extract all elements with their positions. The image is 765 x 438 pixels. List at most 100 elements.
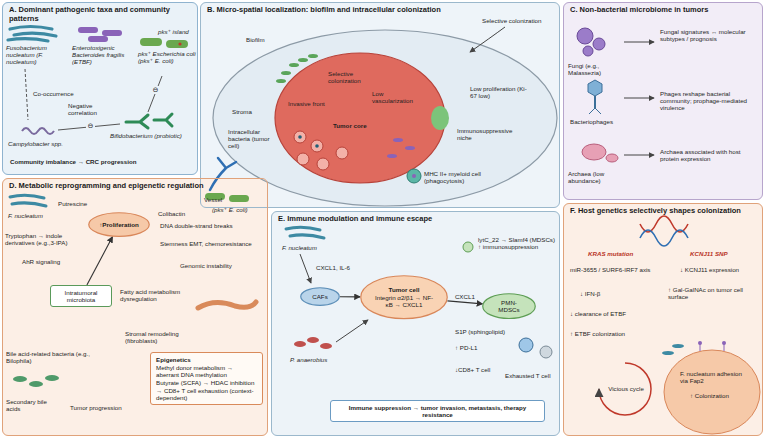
annotation-label: lytC_22 → Slamf4 (MDSCs) ↑ immunosuppres… [478,236,556,250]
cell-shape [89,213,150,237]
outcome-box: Immune suppression → tumor invasion, met… [330,400,545,422]
tumor-cell [336,147,348,159]
annotation-label: Biofilm [246,36,276,43]
annotation-label: (pks⁺ E. coli) [212,206,264,213]
bacterium-rod [140,38,162,46]
bifidobacterium [126,115,148,128]
intracellular-bacterium [315,144,319,148]
cycle-arrow [599,363,651,415]
bacterium-rod [10,195,44,198]
annotation-label: ↓ IFN-β [580,290,620,297]
annotation-label: Archaea associated with host protein exp… [660,148,758,162]
bacterium-rod [88,36,108,42]
annotation-label: ↑ PD-L1 [455,344,490,351]
biofilm-bacterium [289,63,299,67]
t-cell [519,338,533,352]
annotation-label: F. nucleatum [282,244,327,251]
annotation-label: ↑ Gal-GalNAc on tumor cell surface [668,286,758,300]
bacterium-rod [10,27,52,30]
mdsc-cell [463,242,473,252]
archaeon [606,154,618,162]
bifidobacterium [154,114,172,126]
connector-arrow [87,237,113,285]
bacterium-rod [13,376,27,382]
annotation-label: ⊖ [151,86,160,94]
annotation-label: Low vascularization [372,90,420,104]
annotation-label: Fungi (e.g., Malassezia) [568,62,628,76]
bacterium-rod [102,30,122,36]
connector-label: CXCL1 [454,293,476,300]
bacterium-rod [12,203,46,206]
annotation-label: Bile acid-related bacteria (e.g., Biloph… [6,350,96,364]
pointer-arrow [624,98,654,99]
cell-node: CAFs [300,287,340,306]
bacterium-rod [320,343,332,349]
panel-heading: C. Non-bacterial microbiome in tumors [570,6,756,15]
fungus-cell [577,28,593,44]
fungus-cell [593,38,605,50]
annotation-label: Tumor progression [70,404,130,411]
cell-shape [483,294,536,319]
panel: F. Host genetics selectively shapes colo… [563,203,763,436]
panel-fill [2,2,198,175]
node-title: CAFs [306,293,334,300]
annotation-label: Bifidobacterium (probiotic) [110,132,196,139]
cell-node: ↑Proliferation [88,212,150,237]
node-title: Epigenetics [156,356,257,363]
biofilm-bacterium [308,54,318,58]
annotation-label: AhR signaling [22,258,67,265]
annotation-label: Exhausted T cell [505,372,557,379]
node-title: Intratumoral microbiota [55,289,107,303]
bacterium-rod [8,39,48,41]
bacterium-rod [672,344,684,348]
annotation-label: Phages reshape bacterial community; prop… [660,90,758,111]
connector-arrow [447,301,482,304]
co-occurrence-line [25,69,28,120]
node-title: ↑Proliferation [98,221,140,228]
annotation-label: Co-occurrence [33,90,83,97]
annotation-label: ↓ clearance of ETBF [570,310,640,317]
phage-tail [594,96,596,108]
node-text: Integrin α2/β1 → NF-κB → CXCL1 [372,294,436,308]
annotation-label: Intracellular bacteria (tumor cell) [228,128,272,149]
panel-heading: A. Dominant pathogenic taxa and communit… [9,6,191,23]
panel-fill [563,2,763,200]
connector-arrow [340,296,360,297]
annotation-label: Genomic instability [180,262,260,269]
node-title: Tumor cell [372,286,436,293]
pointer-arrow [624,155,654,156]
annotation-label: Secondary bile acids [6,398,58,412]
cell-shape [361,276,448,319]
tumor-cell [317,158,329,170]
panel-fill [563,203,763,436]
correlation-line [148,76,162,112]
fungus-cell [583,46,593,56]
glycan-stalk [700,344,701,351]
biofilm-bacterium [298,58,308,62]
annotation-label: ↑ ETBF colonization [570,330,640,337]
annotation-label: Community imbalance → CRC progression [10,158,195,165]
annotation-label: DNA double-strand breaks [160,222,260,229]
annotation-label: ↑ Colonization [690,392,740,399]
bacterium-rod [166,40,188,48]
bacterium-rod [14,33,56,36]
annotation-label: Selective colonization [328,70,372,84]
archaeon [582,144,606,160]
annotation-label: Putrescine [58,200,92,207]
annotation-label: Vicious cycle [605,385,647,392]
panel-fill [271,211,560,436]
annotation-label: Vessel [204,196,230,203]
annotation-label: ↓CD8+ T cell [455,366,500,373]
bacterium-rod [290,235,324,238]
dna-strand [640,230,688,246]
annotation-label: Invasive front [288,100,330,107]
phage-head [588,80,602,96]
blood-vessel [210,158,236,190]
panel-heading: E. Immune modulation and immune escape [278,215,553,224]
glycan [698,341,702,345]
tumor-cell [297,153,309,165]
annotation-label: KCNJ11 SNP [690,250,750,257]
pointer-arrow [624,42,654,43]
annotation-label: KRAS mutation [588,250,648,257]
